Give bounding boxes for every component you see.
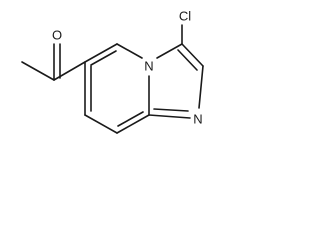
structure-drawing: O N N Cl	[21, 9, 204, 134]
bond-methyl-carbonyl	[21, 61, 55, 81]
bond-n1-c8a	[148, 114, 191, 119]
bond-n1-c8a-double	[153, 108, 189, 112]
atom-label-nitrogen-bridge: N	[144, 59, 153, 74]
bond-c8a-c8	[116, 114, 150, 134]
bond-c2-n1	[198, 65, 204, 109]
bond-carbonyl-ring	[53, 61, 86, 81]
bond-c6-c5-double	[90, 50, 117, 66]
atom-label-chlorine: Cl	[179, 9, 191, 24]
bond-c3-c2-double	[177, 49, 198, 71]
bond-c3-c2	[181, 43, 204, 67]
atom-label-oxygen: O	[52, 28, 62, 43]
atom-label-nitrogen-imidazole: N	[193, 112, 202, 127]
bond-c8-c7	[84, 114, 118, 134]
bond-c5-n	[116, 43, 143, 59]
bond-c6-c5	[84, 43, 118, 63]
bond-c8a-c8-double	[117, 111, 144, 127]
molecule-diagram: O N N Cl	[21, 9, 204, 134]
bond-n-c3	[156, 43, 183, 59]
